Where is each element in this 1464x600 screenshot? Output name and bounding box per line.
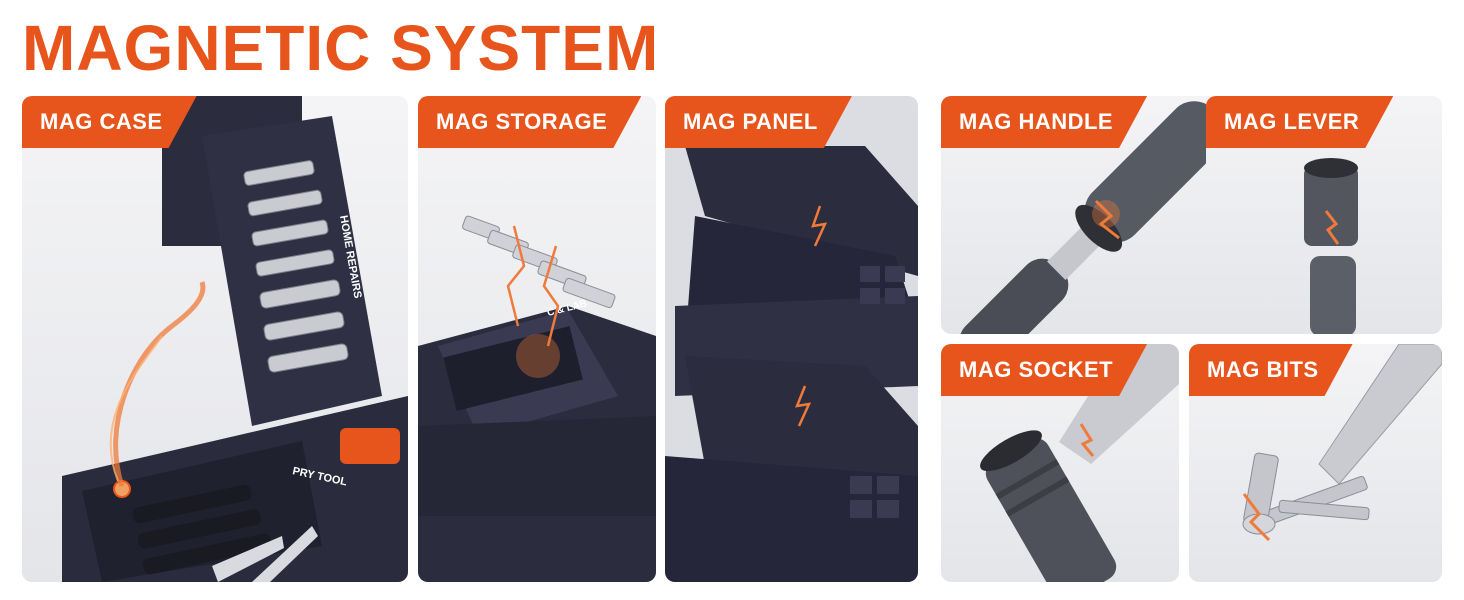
panel-label-mag-bits: MAG BITS	[1189, 344, 1353, 396]
stacked-panels-icon	[665, 96, 918, 582]
screwdriver-handle-icon	[959, 101, 1226, 334]
bit-storage-icon: C & LAB	[418, 215, 656, 582]
panel-label-mag-handle: MAG HANDLE	[941, 96, 1147, 148]
panel-mag-bits: MAG BITS	[1189, 344, 1442, 582]
tool-case-icon: HOME REPAIRS PRY TOOL	[62, 96, 408, 582]
panel-mag-lever: MAG LEVER	[1206, 96, 1442, 334]
bits-and-screws-icon	[1242, 344, 1442, 542]
panel-label-mag-panel: MAG PANEL	[665, 96, 852, 148]
panel-mag-panel: MAG PANEL	[665, 96, 918, 582]
page-title: MAGNETIC SYSTEM	[22, 12, 660, 84]
panel-mag-handle: MAG HANDLE	[941, 96, 1228, 334]
panel-label-mag-case: MAG CASE	[22, 96, 197, 148]
panel-label-mag-lever: MAG LEVER	[1206, 96, 1393, 148]
panel-mag-socket: MAG SOCKET	[941, 344, 1179, 582]
lever-icon	[1304, 158, 1358, 334]
panel-mag-storage: C & LAB MAG STORAGE	[418, 96, 656, 582]
panel-label-mag-socket: MAG SOCKET	[941, 344, 1147, 396]
panel-label-mag-storage: MAG STORAGE	[418, 96, 641, 148]
socket-icon	[980, 344, 1179, 582]
panel-mag-case: HOME REPAIRS PRY TOOL MAG CASE	[22, 96, 408, 582]
